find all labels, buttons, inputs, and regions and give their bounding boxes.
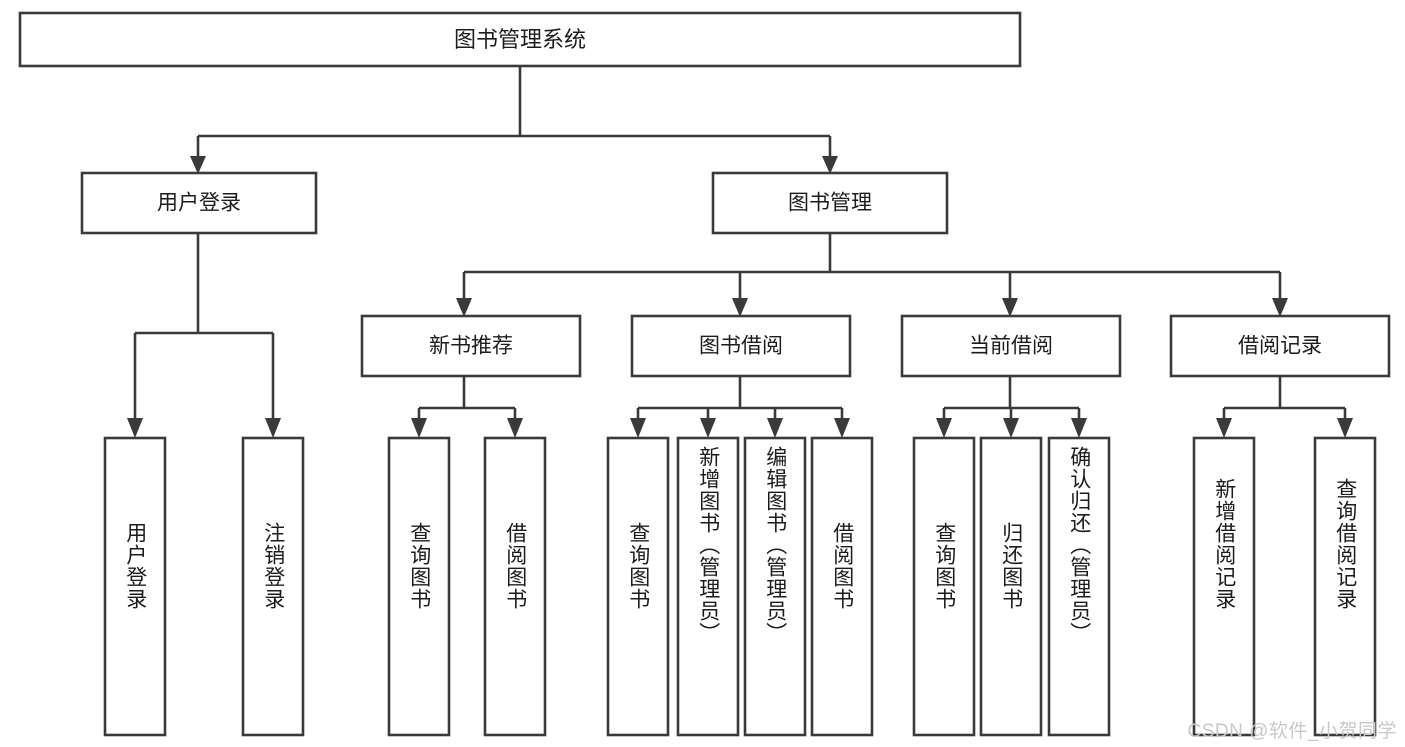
watermark-text: CSDN @软件_小贺同学	[1187, 721, 1397, 742]
node-book-borrow-label: 图书借阅	[699, 335, 783, 358]
leaf-user-login-1[interactable]	[241, 436, 305, 737]
connector-book-manage-to-level3	[456, 233, 1288, 317]
leaf-user-login-0[interactable]	[103, 436, 167, 737]
leaf-borrow-record-1[interactable]	[1313, 436, 1377, 737]
node-current-borrow-label: 当前借阅	[969, 335, 1053, 358]
leaf-current-borrow-2[interactable]	[1047, 436, 1111, 737]
node-borrow-record-label: 借阅记录	[1238, 335, 1322, 358]
leaf-book-borrow-0[interactable]	[606, 436, 670, 737]
node-new-book-recommend-label: 新书推荐	[429, 335, 513, 358]
node-book-manage-label: 图书管理	[788, 192, 872, 215]
node-user-login[interactable]: 用户登录	[80, 171, 318, 235]
node-borrow-record[interactable]: 借阅记录	[1169, 314, 1391, 378]
leaf-current-borrow-0[interactable]	[912, 436, 976, 737]
leaf-new-book-1[interactable]	[483, 436, 547, 737]
node-book-manage[interactable]: 图书管理	[711, 171, 949, 235]
connector-borrow-record-to-leaves	[1216, 376, 1353, 438]
node-user-login-label: 用户登录	[157, 192, 241, 215]
leaf-book-borrow-3[interactable]	[810, 436, 874, 737]
node-book-borrow[interactable]: 图书借阅	[630, 314, 852, 378]
connector-user-login-to-leaves	[127, 233, 281, 438]
connector-root-to-level2	[190, 66, 838, 174]
node-new-book-recommend[interactable]: 新书推荐	[360, 314, 582, 378]
connector-new-book-to-leaves	[411, 376, 523, 438]
connector-book-borrow-to-leaves	[630, 376, 850, 438]
connector-current-borrow-to-leaves	[936, 376, 1087, 438]
node-root[interactable]: 图书管理系统	[18, 11, 1022, 68]
leaf-book-borrow-1[interactable]	[676, 436, 740, 737]
leaf-new-book-0[interactable]	[387, 436, 451, 737]
leaf-current-borrow-1[interactable]	[979, 436, 1043, 737]
node-root-label: 图书管理系统	[454, 27, 586, 52]
leaf-book-borrow-2[interactable]	[743, 436, 807, 737]
node-current-borrow[interactable]: 当前借阅	[900, 314, 1122, 378]
leaf-borrow-record-0[interactable]	[1192, 436, 1256, 737]
